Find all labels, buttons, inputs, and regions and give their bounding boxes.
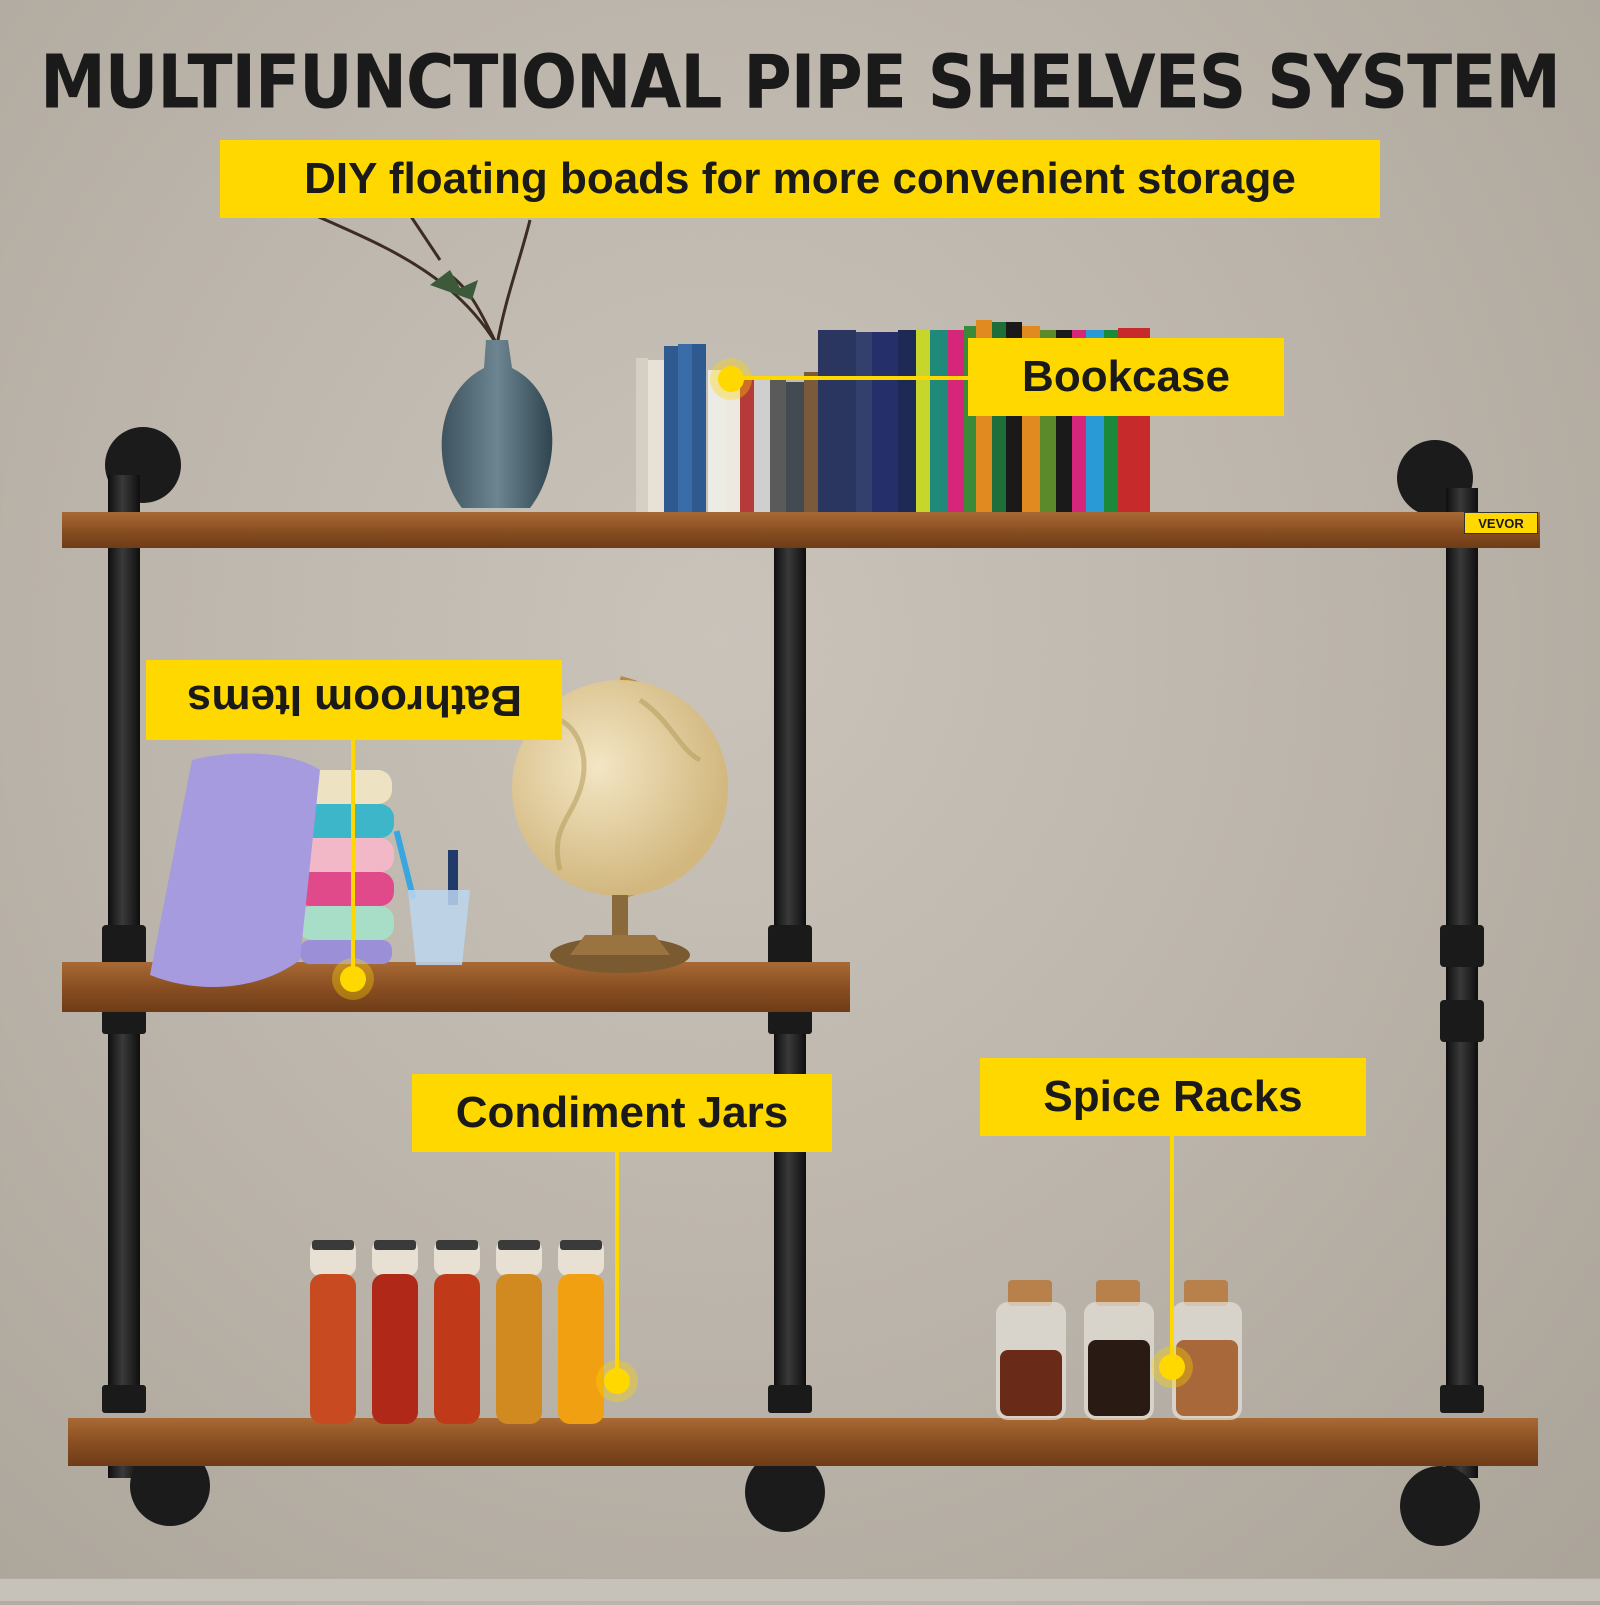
spice-leader-line [1170,1136,1174,1364]
floor [0,1578,1600,1601]
top-shelf [62,512,1540,548]
bookcase-leader-line [731,376,971,380]
bathroom-marker-dot [340,966,366,992]
bookcase-label: Bookcase [968,338,1284,416]
vase-with-branch [259,188,553,508]
spice-jars [996,1280,1242,1420]
condiment-marker-dot [604,1368,630,1394]
brand-tag: VEVOR [1464,512,1538,534]
spice-marker-dot [1159,1354,1185,1380]
bathroom-leader-line [351,740,355,976]
toothbrush-cup [393,830,470,965]
bathroom-items-label-text: Bathroom Items [186,676,522,725]
spice-racks-label: Spice Racks [980,1058,1366,1136]
right-pipe [1446,530,1478,1410]
globe [512,676,728,973]
towels [150,753,394,987]
bathroom-items-label: Bathroom Items [146,660,562,740]
condiment-bottles [310,1240,604,1424]
page-title: MULTIFUNCTIONAL PIPE SHELVES SYSTEM [40,39,1561,126]
bottom-shelf [68,1418,1538,1466]
page-subtitle: DIY floating boads for more convenient s… [220,140,1380,218]
condiment-jars-label: Condiment Jars [412,1074,832,1152]
condiment-leader-line [615,1152,619,1378]
